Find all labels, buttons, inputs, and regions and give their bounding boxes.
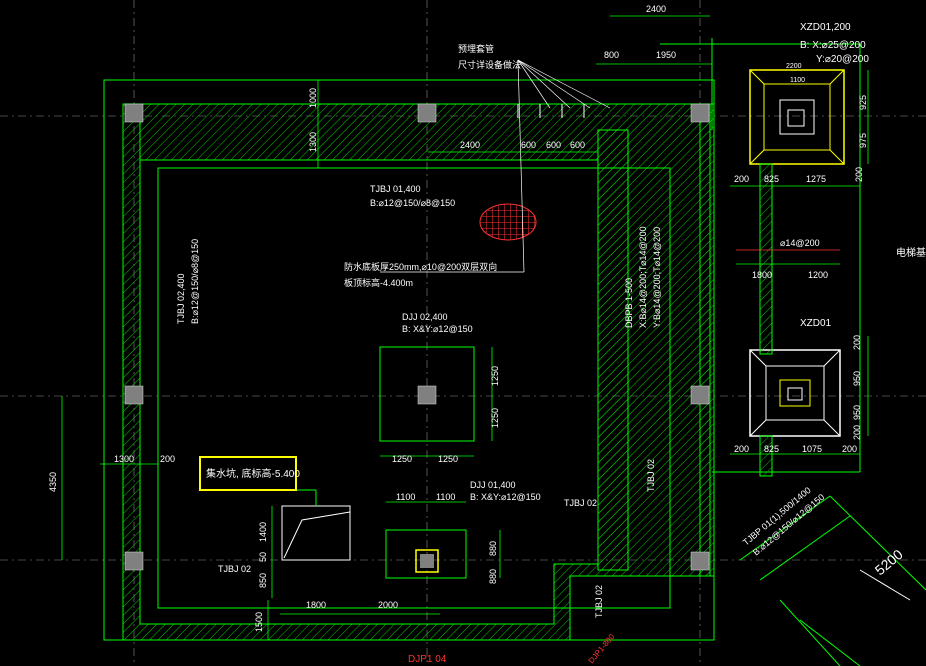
dim-text: 1100 (396, 492, 415, 502)
dim-text: 1275 (806, 174, 826, 184)
right-link-wall (759, 163, 773, 477)
dim-text: 1100 (790, 77, 805, 84)
dim-text: 1400 (258, 522, 268, 542)
dim-text: 1950 (656, 50, 676, 60)
dim-text: 880 (488, 541, 498, 556)
footing-label: DJJ 01,400 (470, 480, 516, 490)
column (124, 551, 144, 571)
dim-text: 1800 (306, 600, 326, 610)
beam-label: TJBJ 02,400 (176, 273, 186, 324)
dim-text: 1100 (436, 492, 455, 502)
note-label: 预埋套管 (458, 43, 494, 54)
rebar-label: X:B⌀14@200;T⌀14@200 (638, 226, 648, 328)
dim-text: 200 (852, 425, 862, 440)
diagonal-footing (739, 495, 926, 666)
beam-label: TJBJ 02 (646, 459, 656, 492)
dim-text: 200 (734, 444, 749, 454)
dim-text: 2400 (460, 140, 480, 150)
dim-text: 4350 (48, 472, 58, 492)
section-ticks (517, 104, 585, 118)
dim-text: 975 (858, 133, 868, 148)
dim-text: 600 (521, 140, 536, 150)
rebar-label: ⌀14@200 (780, 238, 820, 248)
dim-text: 1250 (490, 408, 500, 428)
dim-text: 2400 (646, 4, 666, 14)
dim-text: 1075 (802, 444, 822, 454)
beam-label: TJBJ 01,400 (370, 184, 421, 194)
rebar-label: B: X&Y:⌀12@150 (402, 324, 473, 334)
dim-text: 1300 (308, 132, 318, 152)
note-label: 尺寸详设备做法 (458, 59, 521, 70)
footing-dj01 (385, 529, 467, 579)
dim-text: 1200 (808, 270, 828, 280)
column (124, 385, 144, 405)
beam-label: TJBJ 02 (218, 564, 251, 574)
dimension-texts: 2400 800 1950 1000 1300 2400 600 600 600… (48, 4, 906, 632)
column (690, 103, 710, 123)
axis-label: DJP1 04 (408, 654, 447, 665)
slab-note: 防水底板厚250mm,⌀10@200双层双向 (344, 261, 497, 272)
footing-dj02 (379, 346, 475, 442)
axis-label: DJP1-800 (587, 632, 617, 665)
column (417, 385, 437, 405)
footing-label: DJJ 02,400 (402, 312, 448, 322)
dim-text: 800 (604, 50, 619, 60)
footing-xzd01-200 (749, 69, 845, 165)
rebar-label: Y:B⌀14@200;T⌀14@200 (652, 227, 662, 328)
dim-text: 600 (570, 140, 585, 150)
beam-label: TJBJ 02 (594, 585, 604, 618)
rebar-label: B: X&Y:⌀12@150 (470, 492, 541, 502)
dim-text: 1250 (392, 454, 412, 464)
dim-text: 200 (854, 167, 864, 182)
rebar-label: B:⌀12@150/⌀8@150 (190, 239, 200, 324)
dim-text: 200 (734, 174, 749, 184)
rebar-label: B: X:⌀25@200 (800, 40, 866, 51)
dim-text: 1300 (114, 454, 134, 464)
dim-text: 2000 (378, 600, 398, 610)
footing-outlines (103, 38, 861, 641)
footing-label: XZD01 (800, 318, 832, 329)
pit-label: 电梯基坑 (896, 246, 926, 259)
dim-text: 1500 (254, 612, 264, 632)
dim-text: 850 (258, 573, 268, 588)
slab-note: 板顶标高-4.400m (344, 277, 413, 288)
column (124, 103, 144, 123)
sump-pit (281, 489, 351, 561)
rebar-label: Y:⌀20@200 (816, 54, 869, 65)
column (690, 385, 710, 405)
dim-text: 825 (764, 444, 779, 454)
rebar-label: B:⌀12@150/⌀8@150 (370, 198, 455, 208)
dim-text: 5200 (872, 546, 906, 578)
dim-text: 925 (858, 95, 868, 110)
sump-hatch (479, 203, 537, 241)
dim-text: 1800 (752, 270, 772, 280)
dim-text: 880 (488, 569, 498, 584)
dim-text: 950 (852, 371, 862, 386)
dim-text: 950 (852, 405, 862, 420)
footing-label: XZD01,200 (800, 22, 851, 33)
columns (124, 103, 710, 571)
dim-text: 200 (842, 444, 857, 454)
sump-label: 集水坑, 底标高-5.400 (206, 467, 300, 480)
dimension-lines (61, 15, 869, 640)
sump-label-box (199, 456, 297, 491)
slab-label: DBPB 1-500 (624, 278, 634, 328)
dim-text: 1250 (438, 454, 458, 464)
footing-xzd01 (749, 349, 841, 437)
leader-lines (380, 59, 611, 273)
dim-text: 825 (764, 174, 779, 184)
dim-text: 1250 (490, 366, 500, 386)
column (417, 103, 437, 123)
dim-text: 50 (258, 552, 268, 562)
column (690, 551, 710, 571)
beam-label: TJBJ 02 (564, 498, 597, 508)
dim-text: 2200 (786, 63, 802, 70)
dim-text: 200 (160, 454, 175, 464)
dim-text: 1000 (308, 88, 318, 108)
dim-text: 600 (546, 140, 561, 150)
dim-text: 200 (852, 335, 862, 350)
